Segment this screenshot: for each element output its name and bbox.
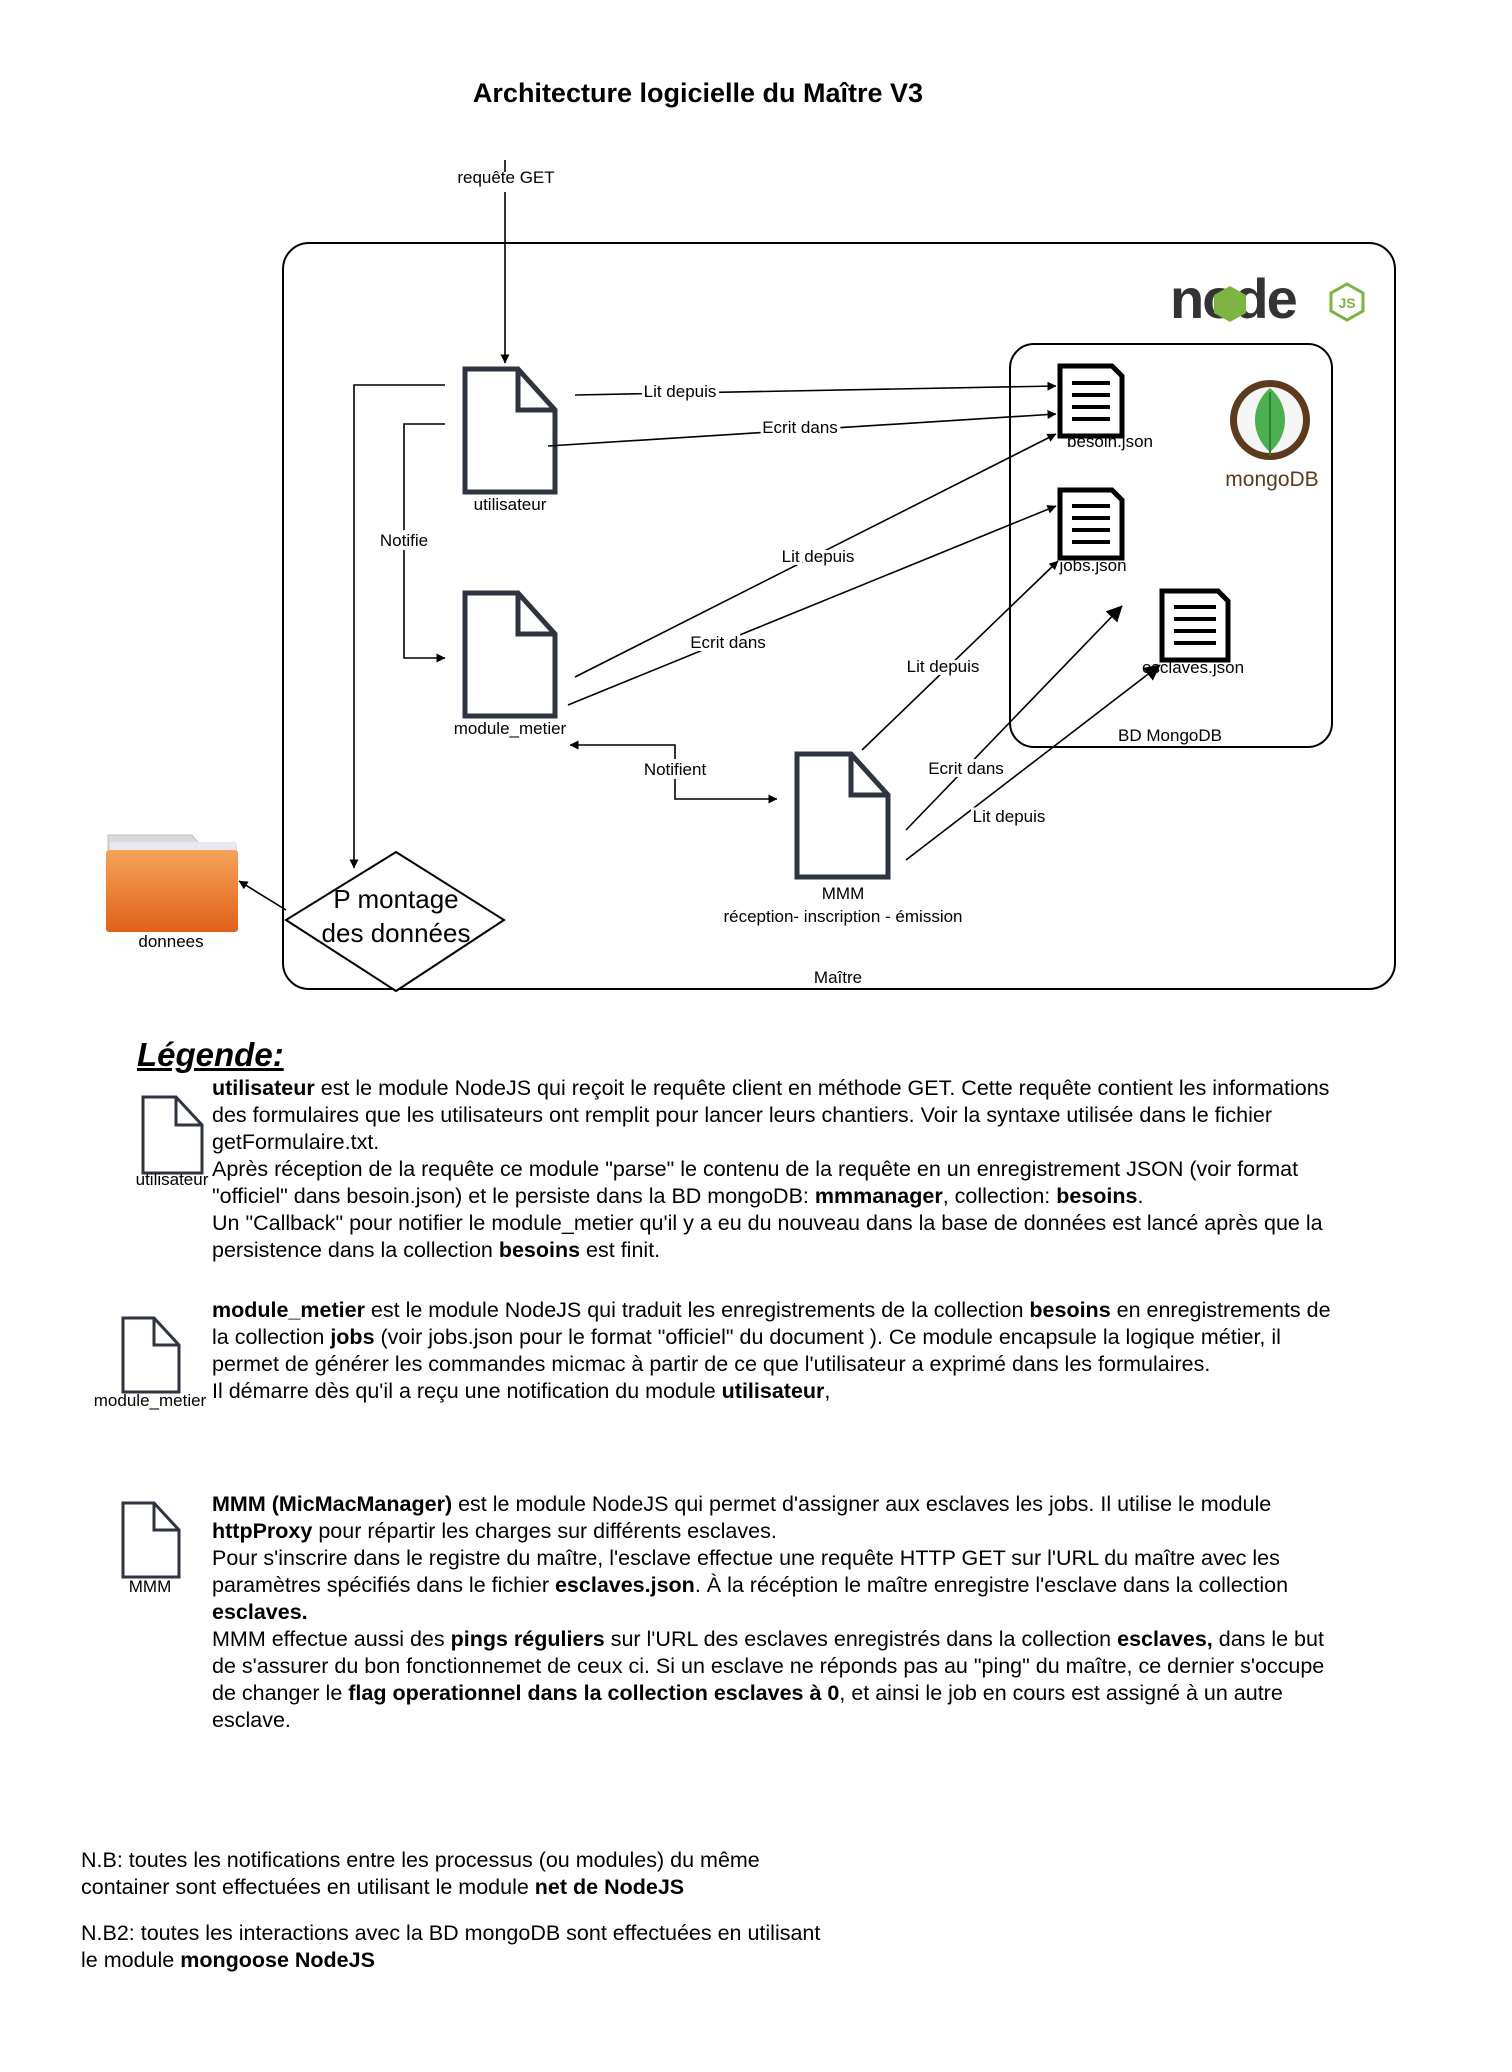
edge-label-module-metier-lit: Lit depuis xyxy=(782,547,855,566)
edge-label-mmm-lit1: Lit depuis xyxy=(907,657,980,676)
db-label: BD MongoDB xyxy=(1118,726,1222,745)
edge-mmm-lit-jobs xyxy=(861,560,1059,751)
edge-mmm-ecrit-esclaves xyxy=(905,605,1123,831)
nodejs-logo: node JS xyxy=(1170,267,1365,330)
mongodb-logo: mongoDB xyxy=(1225,380,1319,491)
legend-utilisateur-text: utilisateur est le module NodeJS qui reç… xyxy=(212,1076,1330,1262)
nodejs-hexagon-icon xyxy=(1214,286,1246,322)
besoin-json-label: besoin.json xyxy=(1067,432,1153,451)
montage-diamond xyxy=(284,850,506,993)
edge-module-metier-ecrit-jobs xyxy=(567,505,1057,706)
note-nb1: N.B: toutes les notifications entre les … xyxy=(81,1848,760,1899)
maitre-container xyxy=(282,242,1396,990)
edge-label-module-metier-ecrit: Ecrit dans xyxy=(690,633,766,652)
esclaves-json-label: esclaves.json xyxy=(1142,658,1244,677)
nodejs-badge-text: JS xyxy=(1338,295,1355,311)
montage-label-line1: P montage xyxy=(333,884,458,914)
legend-title: Légende: xyxy=(137,1036,284,1073)
legend-mmm-icon-label: MMM xyxy=(128,1577,172,1596)
mmm-sublabel: réception- inscription - émission xyxy=(723,907,962,926)
module-metier-label: module_metier xyxy=(454,719,567,738)
mongodb-logo-text: mongoDB xyxy=(1225,468,1318,491)
edge-notifient xyxy=(569,740,778,804)
montage-label-line2: des données xyxy=(322,918,471,948)
edge-label-mmm-lit2: Lit depuis xyxy=(973,807,1046,826)
mmm-label: MMM xyxy=(822,884,864,903)
esclaves-json-icon xyxy=(1159,588,1231,663)
edge-label-notifie: Notifie xyxy=(380,531,428,550)
module-metier-doc-icon xyxy=(462,590,558,719)
architecture-diagram: Architecture logicielle du Maître V3 Maî… xyxy=(106,78,1396,993)
besoin-json-icon xyxy=(1057,363,1125,439)
request-label: requête GET xyxy=(457,168,554,187)
edge-module-metier-lit-besoin xyxy=(574,433,1057,678)
jobs-json-label: jobs.json xyxy=(1058,556,1126,575)
legend-mmm-icon xyxy=(121,1501,181,1579)
legend-module-metier-text: module_metier est le module NodeJS qui t… xyxy=(212,1298,1331,1403)
edge-utilisateur-to-montage xyxy=(349,384,445,869)
edge-mmm-lit-esclaves xyxy=(905,664,1161,861)
note-nb2: N.B2: toutes les interactions avec la BD… xyxy=(81,1921,821,1972)
edge-label-utilisateur-lit: Lit depuis xyxy=(644,382,717,401)
legend-utilisateur-icon-label: utilisateur xyxy=(135,1170,209,1189)
edge-label-utilisateur-ecrit: Ecrit dans xyxy=(762,418,838,437)
edge-utilisateur-lit-besoin xyxy=(574,381,1057,396)
legend-module-metier-icon-label: module_metier xyxy=(93,1391,207,1410)
mmm-doc-icon xyxy=(794,751,891,880)
page-title: Architecture logicielle du Maître V3 xyxy=(473,78,923,108)
legend-utilisateur-icon xyxy=(141,1095,204,1175)
legend-mmm-text: MMM (MicMacManager) est le module NodeJS… xyxy=(212,1492,1325,1732)
legend-module-metier-icon xyxy=(121,1316,181,1394)
edge-label-notifient: Notifient xyxy=(644,760,707,779)
utilisateur-label: utilisateur xyxy=(474,495,547,514)
maitre-label: Maître xyxy=(814,968,862,987)
nodejs-badge-icon xyxy=(1329,282,1365,322)
edge-label-mmm-ecrit: Ecrit dans xyxy=(928,759,1004,778)
donnees-label: donnees xyxy=(138,932,203,951)
edge-utilisateur-notifie-module-metier xyxy=(403,423,446,663)
donnees-folder-icon xyxy=(106,834,238,932)
edge-utilisateur-ecrit-besoin xyxy=(547,410,1057,447)
jobs-json-icon xyxy=(1057,487,1125,561)
mongodb-container xyxy=(1009,343,1333,748)
edge-montage-to-donnees xyxy=(238,880,287,911)
utilisateur-doc-icon xyxy=(462,366,558,495)
